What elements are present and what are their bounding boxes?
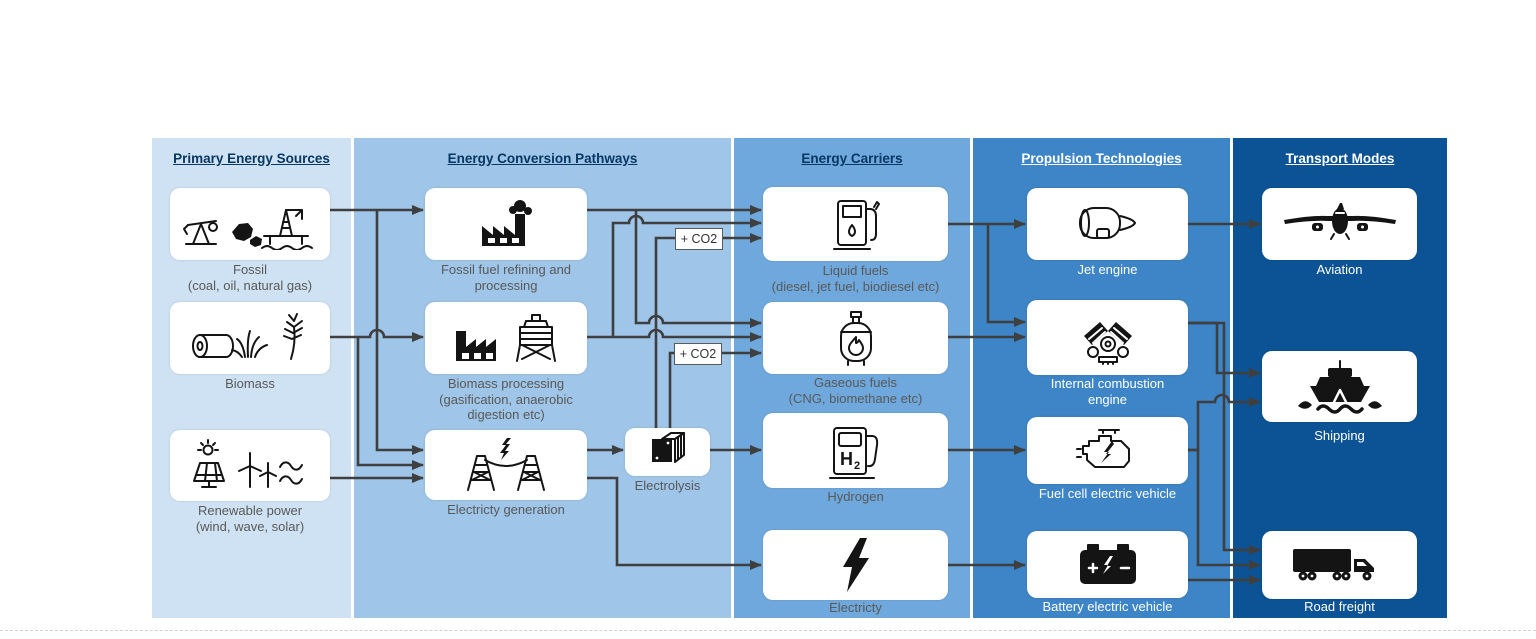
refinery-factory-icon (470, 198, 542, 250)
column-header-energy-carriers: Energy Carriers (801, 151, 903, 166)
node-label-bev: Battery electric vehicle (1042, 599, 1173, 614)
fuel-pump-icon (830, 195, 882, 253)
node-label-renewable: Renewable power(wind, wave, solar) (195, 503, 305, 534)
column-header-energy-conversion-pathways: Energy Conversion Pathways (447, 151, 638, 166)
node-label-roadfreight: Road freight (1304, 599, 1375, 614)
electrolysis-stack-icon (644, 431, 692, 473)
node-bev (1027, 531, 1188, 598)
node-bioproc (425, 302, 587, 374)
fossil-sources-icon (180, 198, 320, 250)
biomass-processing-icon (450, 311, 562, 365)
combustion-engine-icon (1072, 310, 1144, 366)
svg-text:2: 2 (854, 460, 860, 472)
node-label-electricity: Electricty (829, 600, 882, 615)
co2-annotation-liquid-fuels: + CO2 (675, 228, 723, 250)
power-grid-icon (460, 438, 552, 492)
node-label-liquid: Liquid fuels(diesel, jet fuel, biodiesel… (771, 263, 940, 294)
node-renewable (170, 430, 330, 501)
node-fossil (170, 188, 330, 260)
node-refining (425, 188, 587, 260)
column-header-propulsion-technologies: Propulsion Technologies (1021, 151, 1182, 166)
gas-cylinder-icon (834, 309, 878, 367)
node-label-jet: Jet engine (1077, 262, 1138, 277)
node-biomass (170, 302, 330, 374)
node-label-fcev: Fuel cell electric vehicle (1038, 486, 1177, 501)
node-label-aviation: Aviation (1316, 262, 1363, 277)
node-jet (1027, 188, 1188, 260)
svg-text:H: H (840, 449, 853, 469)
node-elecgen (425, 430, 587, 500)
node-label-gaseous: Gaseous fuels(CNG, biomethane etc) (788, 375, 923, 406)
battery-icon (1075, 542, 1141, 588)
node-label-fossil: Fossil(coal, oil, natural gas) (187, 262, 313, 293)
lightning-bolt-icon (839, 537, 873, 593)
node-label-shipping: Shipping (1314, 428, 1365, 443)
ship-icon (1292, 359, 1388, 414)
co2-annotation-gaseous-fuels: + CO2 (674, 343, 722, 365)
truck-icon (1291, 546, 1389, 584)
page-boundary-line (0, 630, 1536, 631)
node-label-hydrogen: Hydrogen (827, 489, 884, 504)
biomass-icon (185, 313, 315, 363)
node-roadfreight (1262, 531, 1417, 599)
node-label-bioproc: Biomass processing(gasification, anaerob… (439, 376, 573, 422)
column-header-primary-energy-sources: Primary Energy Sources (173, 151, 330, 166)
node-fcev (1027, 417, 1188, 484)
node-liquid (763, 187, 948, 261)
node-label-biomass: Biomass (225, 376, 275, 391)
jet-engine-icon (1075, 201, 1141, 247)
node-electricity (763, 530, 948, 600)
node-label-elecgen: Electricty generation (447, 502, 565, 517)
node-shipping (1262, 351, 1417, 422)
airplane-icon (1282, 203, 1398, 245)
node-ice (1027, 300, 1188, 375)
renewable-power-icon (184, 438, 316, 493)
node-label-electrolysis: Electrolysis (634, 478, 701, 493)
column-header-transport-modes: Transport Modes (1285, 151, 1395, 166)
fuel-cell-engine-icon (1075, 427, 1141, 475)
node-gaseous (763, 302, 948, 374)
node-electrolysis (625, 428, 710, 476)
node-aviation (1262, 188, 1417, 260)
